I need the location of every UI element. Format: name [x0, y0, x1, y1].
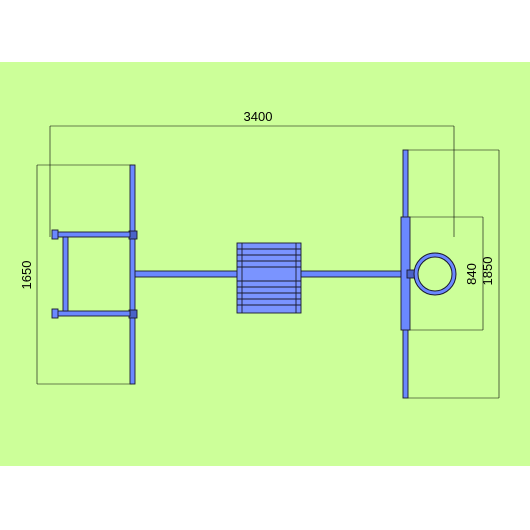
steel-structure — [51, 149, 457, 399]
dimension-lines — [36, 125, 500, 399]
u-frame-bottom-bar — [55, 310, 131, 317]
dim-left-frame-label: 1650 — [19, 261, 34, 290]
u-frame-side — [62, 236, 69, 312]
dim-ring-span-label: 840 — [464, 263, 479, 285]
dim-total-length-label: 3400 — [244, 109, 273, 124]
u-frame-end-cap-top — [51, 229, 59, 240]
ladder-frame — [236, 242, 302, 314]
u-frame-top-bar — [55, 231, 131, 238]
dim-right-frame-label: 1850 — [480, 257, 495, 286]
ring — [414, 253, 456, 295]
ladder-block — [236, 242, 302, 314]
left-post — [129, 164, 136, 385]
u-frame-end-cap-bottom — [51, 308, 59, 319]
